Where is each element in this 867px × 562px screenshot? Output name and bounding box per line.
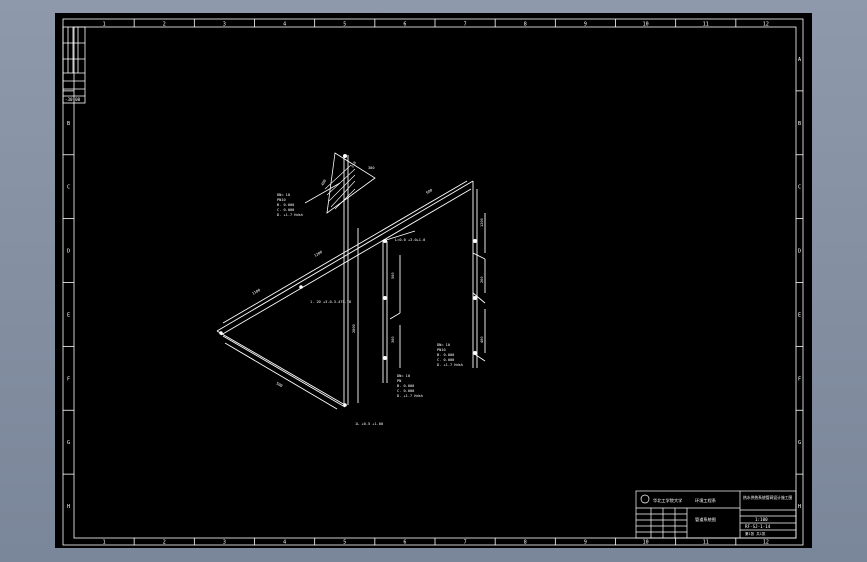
- top-ruler-label: 12: [763, 22, 769, 28]
- left-ruler-label: F: [67, 376, 70, 382]
- dim-1: 680: [426, 188, 434, 195]
- drawing-canvas[interactable]: 112233445566778899101011111212ABBCCDDEEF…: [55, 13, 812, 548]
- drawing-number: RF-SJ-1-14: [745, 524, 771, 529]
- note-low-mid-2: B. 0.000: [397, 384, 414, 388]
- dim-0: 1200: [314, 250, 323, 258]
- note-low-mid-3: C. 0.000: [397, 389, 414, 393]
- project-name: 热水供热系统管网设计施工图: [743, 495, 793, 500]
- left-ruler-label: B: [67, 121, 70, 127]
- sheet-info: 第1张 共1张: [745, 531, 766, 536]
- dim-3: 500: [276, 381, 284, 388]
- title-block: 华北工学院大学 环境工程系 热水供热系统管网设计施工图 管道系统图 1:100 …: [635, 490, 797, 539]
- top-ruler-label: 8: [524, 22, 527, 28]
- bottom-ruler-label: 8: [524, 540, 527, 546]
- left-ruler-label: G: [67, 440, 70, 446]
- stamp-value: -30.00: [65, 97, 81, 102]
- ruler-ticks: [63, 19, 803, 545]
- dim-2: 1100: [252, 288, 261, 296]
- bottom-ruler-label: 6: [403, 540, 406, 546]
- bottom-ruler-label: 12: [763, 540, 769, 546]
- left-ruler-label: C: [67, 185, 70, 191]
- note-mid-right-4: D. +1.7 Hdsh: [437, 363, 463, 367]
- bottom-ruler-label: 1: [103, 540, 106, 546]
- right-ruler-label: F: [798, 376, 801, 382]
- note-low-mid-1: PN: [397, 379, 401, 383]
- right-ruler-label: B: [798, 121, 801, 127]
- top-ruler-label: 5: [343, 22, 346, 28]
- note-mid-right-0: DN= 10: [437, 343, 450, 347]
- right-ruler-label: A: [798, 57, 801, 63]
- bottom-ruler-label: 3: [223, 540, 226, 546]
- ruler-labels: 112233445566778899101011111212ABBCCDDEEF…: [67, 22, 801, 546]
- left-ruler-label: D: [67, 249, 70, 255]
- inner-border: [73, 26, 797, 539]
- bottom-ruler-label: 7: [464, 540, 467, 546]
- bottom-ruler-label: 4: [283, 540, 286, 546]
- top-ruler-label: 2: [163, 22, 166, 28]
- dim-4: 2800: [352, 324, 356, 333]
- dim-12: 380: [368, 166, 375, 170]
- dim-6: 1200: [480, 218, 484, 227]
- top-ruler-label: 10: [643, 22, 649, 28]
- note-upper-mid: L=0.0 +3.0+1.0: [395, 238, 425, 242]
- pipe-system-isometric: [216, 155, 486, 410]
- note-top-left-1: PN10: [277, 198, 286, 202]
- scale: 1:100: [755, 517, 768, 522]
- bottom-ruler-label: 2: [163, 540, 166, 546]
- dim-7: 260: [480, 277, 484, 284]
- right-ruler-label: G: [798, 440, 801, 446]
- top-ruler-label: 9: [584, 22, 587, 28]
- equipment-symbol: [304, 152, 376, 214]
- school-name: 华北工学院大学: [653, 497, 682, 504]
- note-mid-right-3: C. 0.000: [437, 358, 454, 362]
- dim-5: 500: [391, 273, 395, 280]
- bottom-ruler-label: 10: [643, 540, 649, 546]
- top-ruler-label: 1: [103, 22, 106, 28]
- right-ruler-label: D: [798, 249, 801, 255]
- bottom-ruler-label: 9: [584, 540, 587, 546]
- note-low-mid-0: DN= 10: [397, 374, 410, 378]
- note-mid-right-1: PN10: [437, 348, 446, 352]
- note-bottom: 1L +0.5 +1.00: [355, 422, 383, 426]
- dim-8: 400: [480, 337, 484, 344]
- top-ruler-label: 3: [223, 22, 226, 28]
- note-top-left-0: DN= 10: [277, 193, 290, 197]
- outer-border: [62, 18, 804, 546]
- note-top-left-2: B. 0.000: [277, 203, 294, 207]
- top-ruler-label: 7: [464, 22, 467, 28]
- school-logo-icon: [640, 494, 650, 504]
- top-ruler-label: 11: [703, 22, 709, 28]
- revision-stamp: -30.00: [62, 26, 86, 104]
- department: 环境工程系: [695, 497, 716, 504]
- note-low-mid-4: D. +1.7 Hdsh: [397, 394, 423, 398]
- note-top-left-3: C. 0.000: [277, 208, 294, 212]
- note-mid-left: 1. 2D +3.0-3.475.78: [310, 300, 351, 304]
- sheet-title: 管道系统图: [695, 516, 716, 523]
- dim-10: 400: [320, 179, 327, 187]
- valve-markers: [219, 154, 477, 407]
- top-ruler-label: 6: [403, 22, 406, 28]
- right-ruler-label: E: [798, 312, 801, 318]
- left-ruler-label: H: [67, 504, 70, 510]
- note-mid-right-2: B. 0.000: [437, 353, 454, 357]
- right-ruler-label: H: [798, 504, 801, 510]
- bottom-ruler-label: 11: [703, 540, 709, 546]
- right-ruler-label: C: [798, 185, 801, 191]
- note-top-left-4: D. +1.7 Hdsh: [277, 213, 303, 217]
- top-ruler-label: 4: [283, 22, 286, 28]
- dim-9: 300: [391, 337, 395, 344]
- left-ruler-label: E: [67, 312, 70, 318]
- dim-11: 210: [350, 161, 357, 169]
- bottom-ruler-label: 5: [343, 540, 346, 546]
- annotations: DN= 10 PN10 B. 0.000 C. 0.000 D. +1.7 Hd…: [252, 161, 485, 426]
